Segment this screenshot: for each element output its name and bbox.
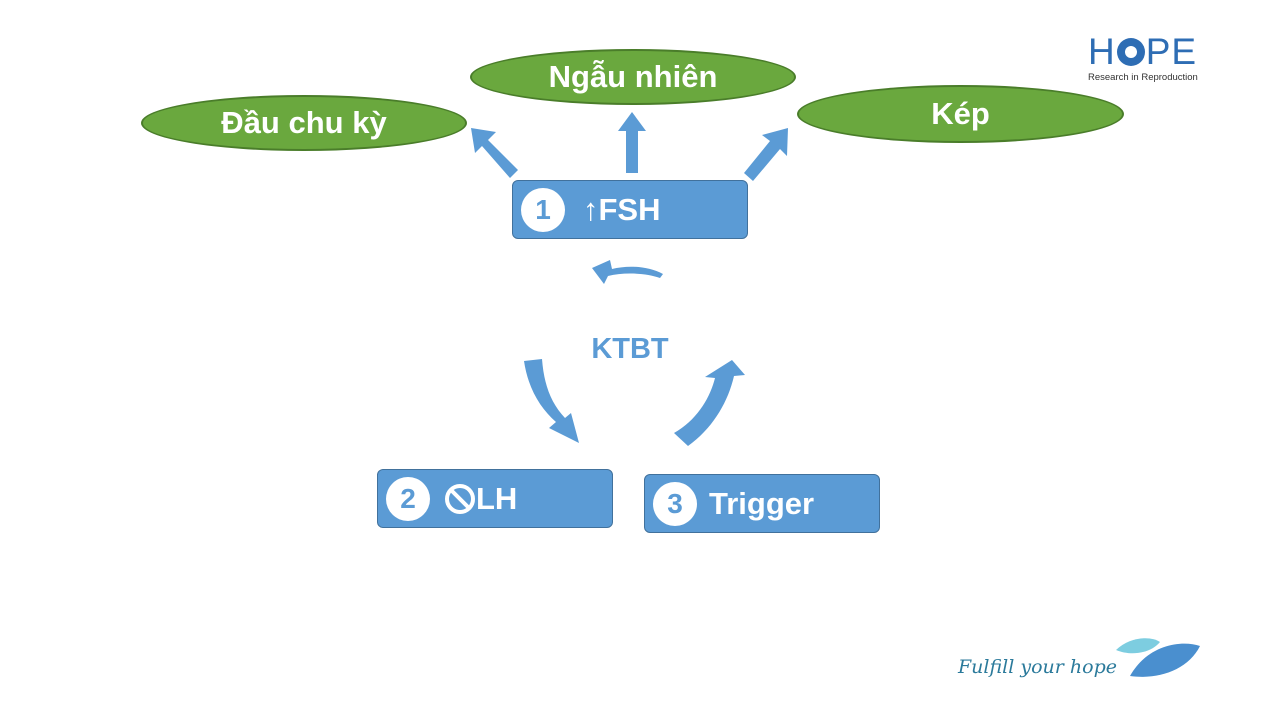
outcome-ngau-nhien: Ngẫu nhiên [470,49,796,105]
outcome-dau-chu-ky-label: Đầu chu kỳ [221,105,387,140]
logo-letter-h: H [1088,31,1116,72]
cycle-center-label: KTBT [591,333,669,365]
arrow-to-kep [744,128,788,181]
leaf-logo-icon [1116,638,1200,677]
step-number-badge: 1 [521,187,565,232]
logo-letters-pe: PE [1145,31,1198,72]
cycle-arrow-to-fsh [592,260,663,284]
outcome-dau-chu-ky: Đầu chu kỳ [141,95,467,151]
step-lh-box: 2 LH [377,469,613,528]
outcome-kep-label: Kép [931,96,990,131]
step-lh-label: LH [476,480,518,516]
outcome-ngau-nhien-label: Ngẫu nhiên [548,59,718,94]
arrow-to-ngau-nhien [618,112,646,173]
step-trigger-label: Trigger [709,485,815,521]
arrow-to-dau-chu-ky [471,128,518,178]
step-fsh-box: 1 ↑FSH [512,180,748,239]
step-fsh-label: ↑FSH [583,191,661,227]
eye-icon [1116,38,1145,66]
prohibited-icon [445,483,475,514]
footer-tagline: Fulfill your hope [958,656,1117,678]
cycle-arrow-to-lh [524,359,579,443]
cycle-arrow-from-trigger [674,360,745,446]
step-trigger-box: 3 Trigger [644,474,880,533]
outcome-kep: Kép [797,85,1124,143]
step-number-badge: 2 [386,476,430,521]
hope-logo: H PE Research in Reproduction [1088,31,1208,83]
logo-subtitle: Research in Reproduction [1088,72,1198,83]
step-number-badge: 3 [653,481,697,526]
